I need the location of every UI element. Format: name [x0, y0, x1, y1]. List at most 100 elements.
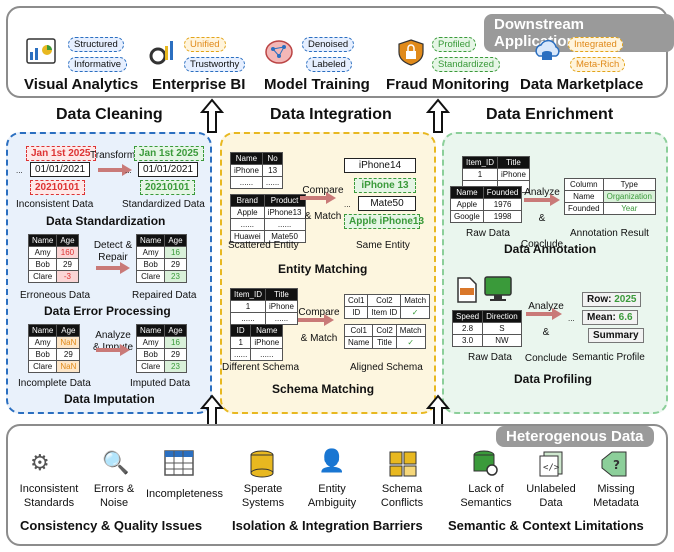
dashboard-icon	[26, 38, 56, 64]
item-incompleteness: Incompleteness	[146, 488, 224, 500]
item-sperate-systems: Sperate Systems	[241, 483, 285, 509]
app-visual-analytics: Visual Analytics	[24, 76, 139, 93]
label-semantic-profile: Semantic Profile	[572, 352, 645, 363]
inconsistent-date-3: 20210101	[30, 180, 85, 195]
json-file-icon	[457, 277, 477, 303]
label-annotation-result: Annotation Result	[570, 228, 649, 239]
op-detect-repair: Detect & Repair	[93, 240, 133, 263]
subtitle-entity-matching: Entity Matching	[278, 262, 368, 276]
op-analyze-conclude: Analyze & Conclude	[524, 301, 568, 364]
svg-text:</>: </>	[543, 463, 560, 473]
item-missing-metadata: Missing Metadata	[593, 483, 639, 509]
standardized-date-1: Jan 1st 2025	[134, 146, 204, 161]
result-iphone14: iPhone14	[344, 158, 416, 173]
tag-meta-rich: Meta-Rich	[570, 57, 626, 72]
label-same-entity: Same Entity	[356, 240, 410, 251]
tag-standardized: Standardized	[432, 57, 500, 72]
standardized-date-3: 20210101	[140, 180, 195, 195]
app-data-marketplace: Data Marketplace	[520, 76, 644, 93]
person-question-icon: 👤	[318, 448, 346, 473]
tag-denoised: Denoised	[302, 37, 355, 52]
code-files-icon: </>	[539, 451, 563, 477]
right-arrow-icon	[98, 164, 132, 176]
label-raw-data: Raw Data	[466, 228, 510, 239]
bi-gear-chart-icon	[149, 41, 173, 65]
op-compare-match: Compare & Match	[302, 185, 344, 222]
inconsistent-date-2: 01/01/2021	[30, 162, 91, 177]
monitor-icon	[484, 276, 512, 301]
ellipsis: ...	[568, 314, 575, 323]
standardized-date-2: 01/01/2021	[138, 162, 199, 177]
inconsistent-date-1: Jan 1st 2025	[26, 146, 96, 161]
table-grid-icon	[164, 450, 194, 476]
subtitle-data-error-processing: Data Error Processing	[44, 304, 171, 318]
group-consistency-quality: Consistency & Quality Issues	[20, 518, 203, 533]
right-arrow-icon	[96, 262, 130, 274]
label-aligned-schema: Aligned Schema	[350, 362, 423, 373]
op-transform: Transform	[90, 150, 136, 161]
tag-profiled: Profiled	[432, 37, 477, 52]
label-raw-data: Raw Data	[468, 352, 512, 363]
right-arrow-icon	[96, 344, 130, 356]
tag-integrated: Integrated	[568, 37, 623, 52]
op-analyze-impute: Analyze & Impute	[92, 330, 134, 353]
tag-trustworthy: Trustworthy	[184, 57, 246, 72]
ellipsis: ...	[344, 200, 351, 209]
right-arrow-icon	[524, 194, 560, 206]
ellipsis: ...	[125, 166, 132, 175]
cloud-database-icon	[535, 39, 560, 60]
app-fraud-monitoring: Fraud Monitoring	[386, 76, 510, 93]
profile-mean: Mean: 6.6	[582, 310, 638, 325]
subtitle-data-profiling: Data Profiling	[514, 372, 593, 386]
result-mate50: Mate50	[358, 196, 416, 211]
label-erroneous-data: Erroneous Data	[20, 290, 91, 301]
database-search-icon	[473, 450, 498, 476]
up-arrow-icon	[200, 98, 224, 133]
label-repaired-data: Repaired Data	[132, 290, 197, 301]
result-iphone13: iPhone 13	[354, 178, 416, 193]
heterogeneous-banner: Heterogenous Data	[496, 426, 654, 447]
ellipsis: ...	[16, 166, 23, 175]
op-compare-match: Compare & Match	[298, 307, 340, 344]
magnifier-error-icon: 🔍	[102, 450, 130, 475]
right-arrow-icon	[300, 192, 336, 204]
tag-structured: Structured	[68, 37, 124, 52]
tag-question-icon: ?	[601, 451, 627, 477]
group-semantic-context: Semantic & Context Limitations	[448, 518, 644, 533]
subtitle-data-annotation: Data Annotation	[504, 242, 597, 256]
up-arrow-icon	[426, 98, 450, 133]
label-standardized-data: Standardized Data	[122, 199, 205, 210]
app-enterprise-bi: Enterprise BI	[152, 76, 246, 93]
tag-informative: Informative	[68, 57, 127, 72]
right-arrow-icon	[298, 314, 334, 326]
item-schema-conflicts: Schema Conflicts	[380, 483, 424, 509]
item-unlabeled-data: Unlabeled Data	[526, 483, 576, 509]
database-icon	[250, 450, 274, 478]
brain-network-icon	[265, 40, 293, 64]
subtitle-data-imputation: Data Imputation	[64, 392, 155, 406]
right-arrow-icon	[526, 308, 562, 320]
label-inconsistent-data: Inconsistent Data	[16, 199, 94, 210]
puzzle-icon	[389, 451, 417, 477]
app-model-training: Model Training	[264, 76, 370, 93]
gears-icon: ⚙	[30, 450, 50, 475]
profile-row-count: Row: 2025	[582, 292, 642, 307]
label-imputed-data: Imputed Data	[130, 378, 191, 389]
section-title-enrichment: Data Enrichment	[486, 106, 614, 123]
group-isolation-integration: Isolation & Integration Barriers	[232, 518, 423, 533]
item-entity-ambiguity: Entity Ambiguity	[307, 483, 357, 509]
subtitle-schema-matching: Schema Matching	[272, 382, 375, 396]
label-different-schema: Different Schema	[222, 362, 300, 373]
svg-text:?: ?	[613, 458, 620, 472]
op-analyze-conclude: Analyze & Conclude	[520, 187, 564, 250]
label-incomplete-data: Incomplete Data	[18, 378, 91, 389]
subtitle-data-standardization: Data Standardization	[46, 214, 166, 228]
